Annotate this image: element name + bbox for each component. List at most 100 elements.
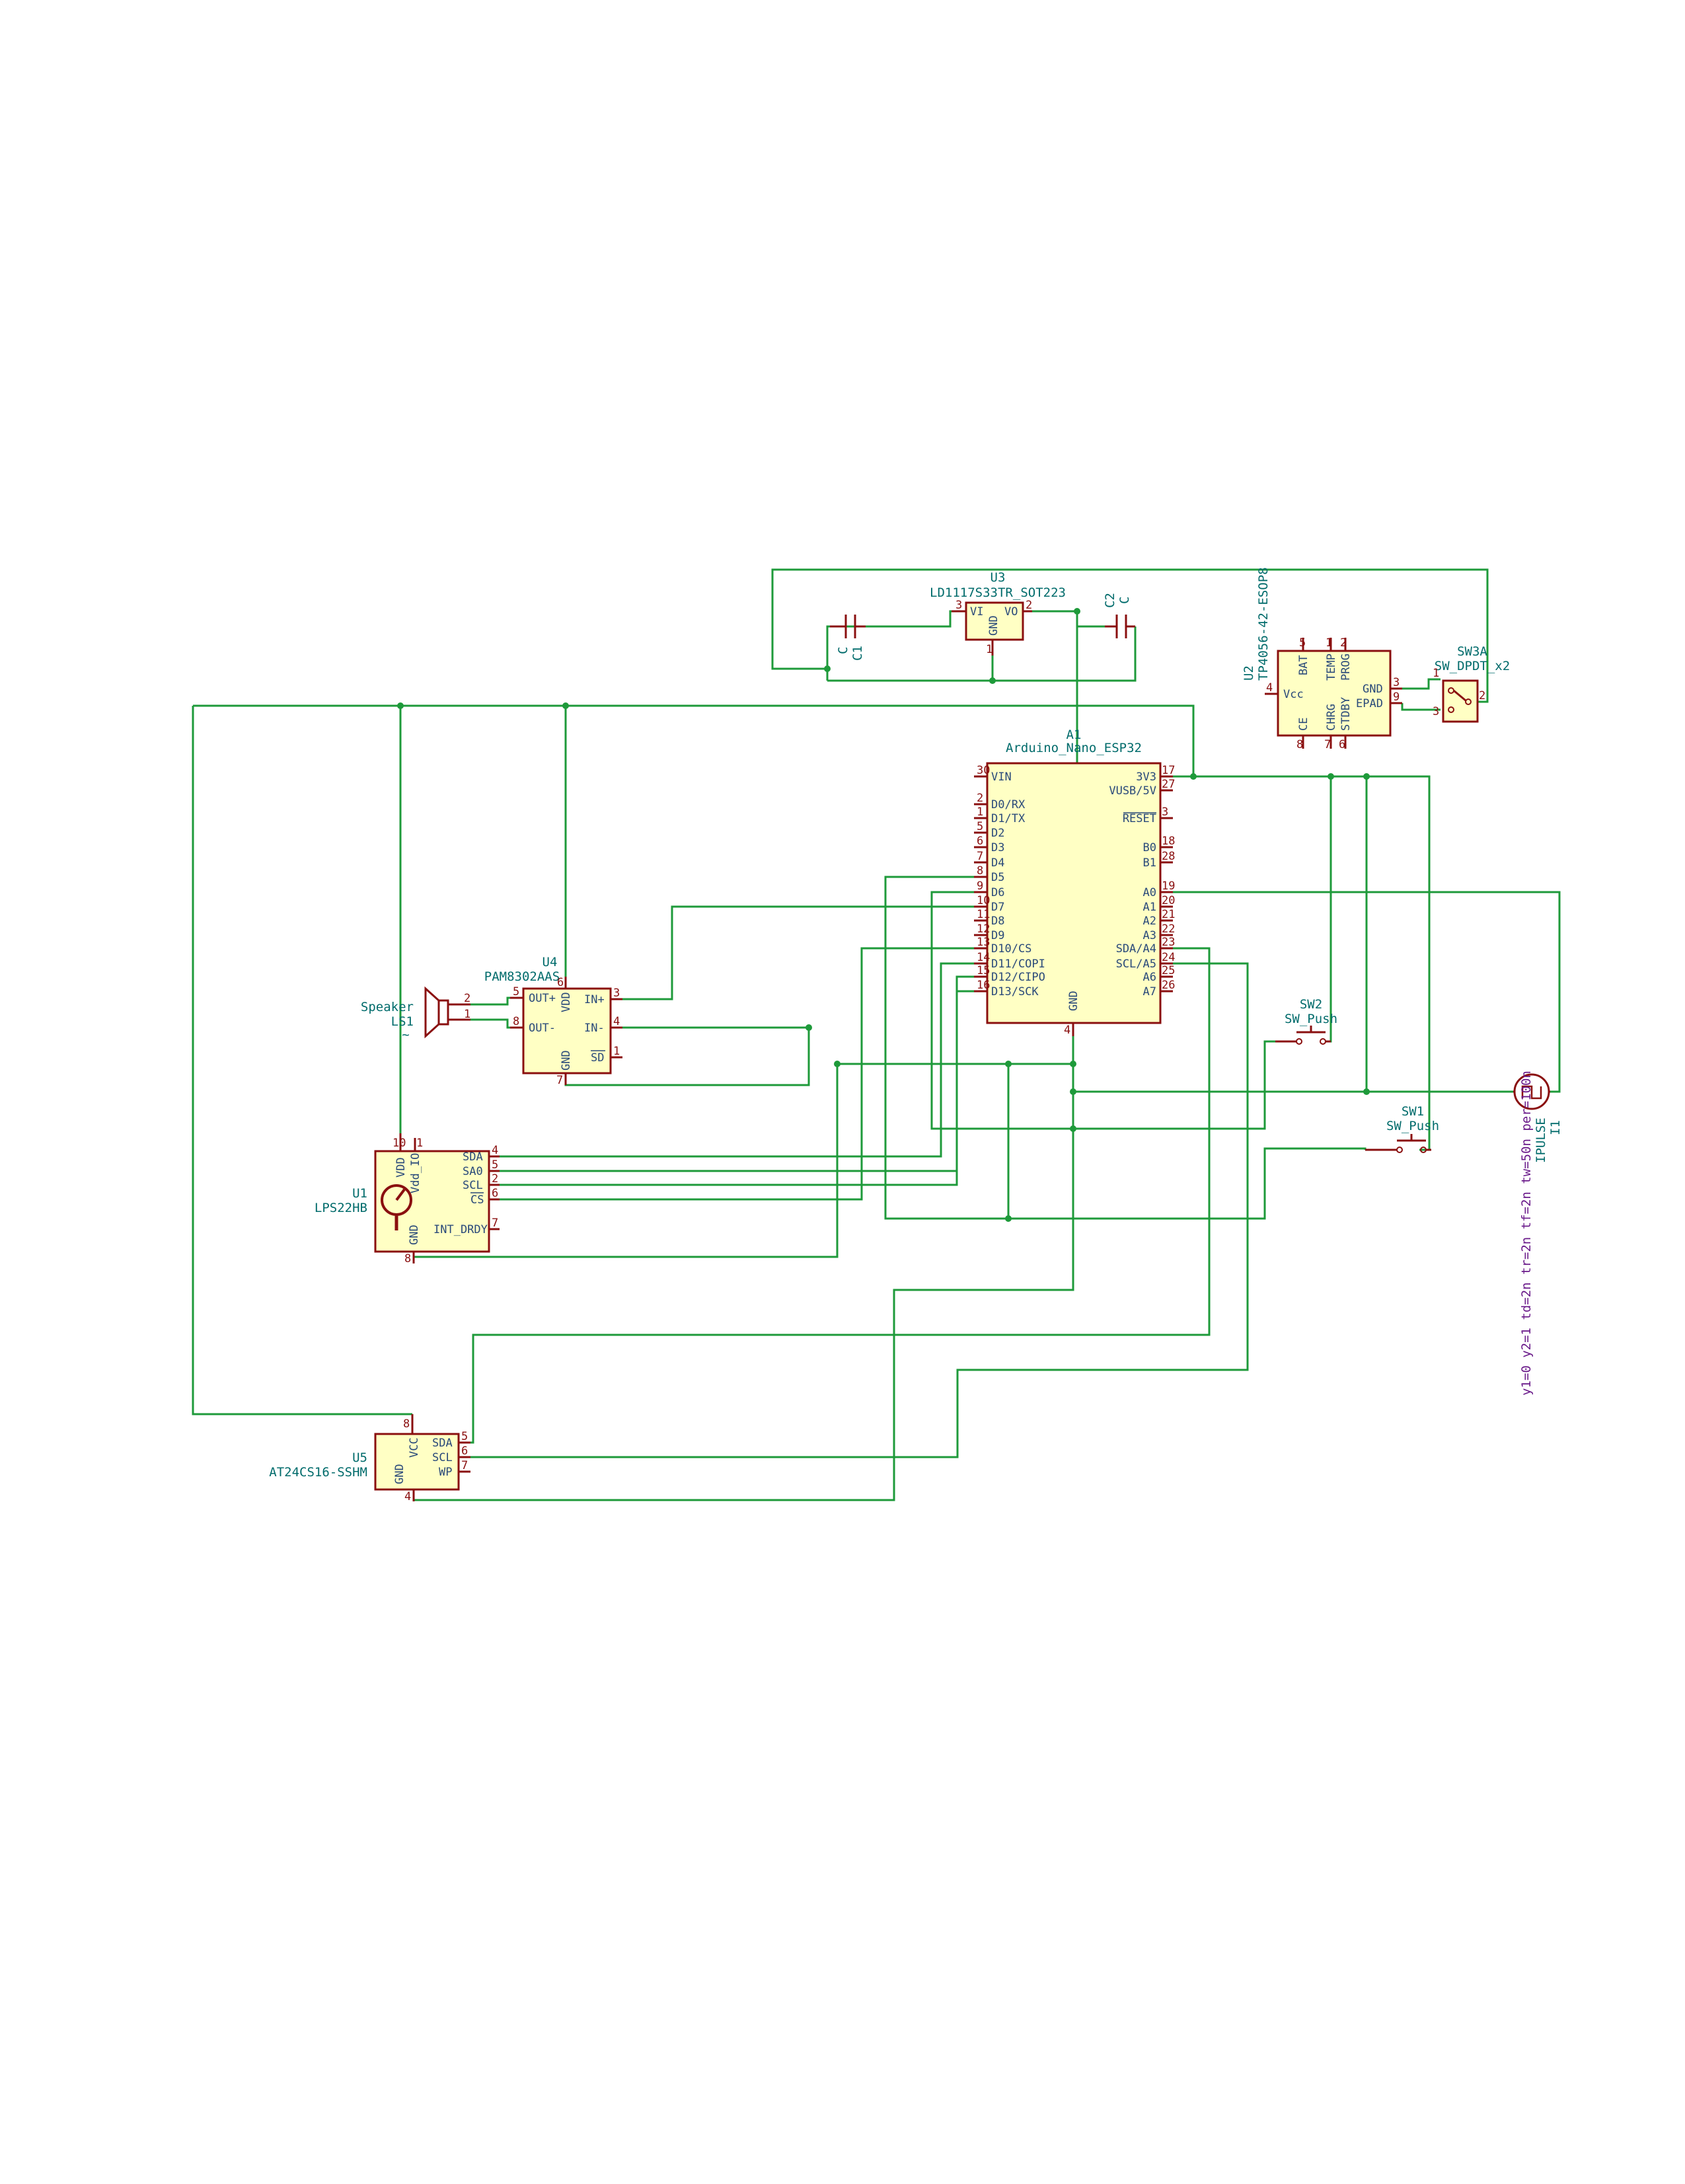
capacitor-c2[interactable]: C2 C [1103,593,1135,638]
pressure-sensor-u1[interactable]: U1 LPS22HB 10 VDD 1 Vdd_IO 4 SDA 5 SA0 2… [315,1133,500,1265]
push-switch-sw2[interactable]: SW2 SW_Push [1275,997,1337,1045]
junction [834,1061,841,1067]
switch-sw3a[interactable]: SW3A SW_DPDT_x2 1 2 3 [1433,644,1510,723]
pin-name: D0/RX [991,798,1026,811]
pin-name: D1/TX [991,812,1026,825]
wire-c1-vi [829,610,965,628]
ref-label: SW2 [1300,997,1322,1012]
pin-number: 30 [977,764,990,777]
pin-number: 1 [1326,636,1332,650]
regulator-u3[interactable]: U3 LD1117S33TR_SOT223 3 VI 2 VO 1 GND [930,570,1066,656]
wire-d10-cs [500,947,976,1201]
ref-label: C1 [850,646,865,661]
charger-u2[interactable]: U2 TP4056-42-ESOP8 5 BAT 1 TEMP 2 PROG 4… [1242,567,1402,751]
push-switch-sw1[interactable]: SW1 SW_Push [1365,1104,1439,1153]
pin-name: OUT- [529,1022,556,1035]
pin-name: STDBY [1339,697,1353,731]
junction [1190,773,1197,780]
pin-number: 23 [1162,936,1175,949]
value-label: AT24CS16-SSHM [269,1465,367,1480]
pin-number: 4 [1266,681,1273,695]
wire-3v3 [1173,775,1431,1151]
eeprom-u5[interactable]: U5 AT24CS16-SSHM 8 VCC 4 GND 5 SDA 6 SCL… [269,1414,470,1503]
pin-name: D6 [991,886,1004,899]
amplifier-u4[interactable]: U4 PAM8302AAS 5 OUT+ 8 OUT- 6 VDD 3 IN+ … [484,955,622,1087]
value-label: LD1117S33TR_SOT223 [930,585,1066,600]
pin-name: CE [1297,718,1310,731]
symbol-body [522,987,612,1074]
pin-name: GND [987,615,1000,636]
value-label: SW_DPDT_x2 [1435,659,1510,673]
switch-lever [1453,689,1466,702]
value-label: IPULSE [1534,1117,1548,1163]
pin-name: SCL [432,1451,453,1464]
ref-label: SW1 [1402,1104,1424,1119]
wire-a1-gnd [414,1023,1074,1501]
a1-right-pins: 173V327VUSB/5V3RESET18B028B119A020A121A2… [1109,764,1175,998]
pin-name: Vcc [1283,688,1304,701]
pin-number: 4 [613,1015,620,1028]
wire-sw2-d5 [1008,1147,1367,1220]
pin-number: 1 [464,1008,470,1021]
pulse-icon [1521,1085,1542,1100]
wire-d6 [930,891,1073,1130]
capacitor-c1[interactable]: C C1 [830,615,866,661]
junction [562,702,569,709]
junction [824,665,831,672]
contact [1448,706,1454,713]
pin-number: 7 [977,850,983,863]
junction [1363,1088,1370,1095]
pin-name: D10/CS [991,942,1031,956]
ref-label: LS1 [391,1014,414,1029]
pin-name: D5 [991,871,1004,884]
pin-name: SD [591,1051,604,1065]
pin-name: RESET [1123,812,1156,825]
pin-number: 8 [1296,738,1303,751]
simulation-params: y1=0 y2=1 td=2n tr=2n tf=2n tw=50n per=1… [1519,1071,1534,1396]
pin-name: VO [1004,605,1018,619]
wire-spk-2 [470,1018,519,1029]
ref-label: C2 [1103,593,1117,608]
pin-name: D11/COPI [991,958,1045,971]
pin-name: SDA [432,1437,453,1450]
pin-name: D13/SCK [991,985,1039,998]
pulse-source-i1[interactable]: I1 IPULSE y1=0 y2=1 td=2n tr=2n tf=2n tw… [1513,1071,1563,1396]
junction [1074,608,1080,615]
speaker-ls1[interactable]: Speaker LS1 ~ 2 1 [361,986,470,1042]
pin-number: 2 [1340,636,1347,650]
wire-d7 [619,905,976,1000]
pin-number: 4 [492,1144,498,1157]
pin-number: 2 [1479,689,1485,702]
wire-gnd-sw [1073,1040,1275,1130]
wire-u2-sw3-b [1401,703,1441,711]
ref-label: U2 [1242,665,1256,681]
pin-number: 10 [977,894,990,907]
ref-label: U1 [352,1186,367,1201]
pin-number: 7 [492,1217,498,1230]
pin-number: 8 [977,864,983,878]
pin-name: A6 [1143,971,1156,984]
pin-number: 5 [461,1430,468,1443]
pin-number: 6 [492,1187,498,1200]
wire-rail-left [192,706,412,1415]
speaker-magnet [437,999,449,1026]
symbol-body [965,601,1024,641]
ref-label: U4 [543,955,558,969]
pin-name: SDA/A4 [1116,942,1156,956]
pin-name: A3 [1143,929,1156,942]
pin-name: VCC [408,1437,421,1458]
pin-number: 6 [1339,738,1345,751]
pin-number: 3 [613,987,620,1000]
gauge-needle [395,1188,406,1201]
pin-number: 3 [1162,806,1168,819]
symbol-body [1442,679,1479,723]
pin-number: 28 [1162,850,1175,863]
pin-number: 24 [1162,951,1175,964]
speaker-cone [424,986,440,1039]
value-label: TP4056-42-ESOP8 [1256,567,1271,681]
pin-name: VIN [991,771,1012,784]
pin-number: 10 [393,1137,406,1150]
pin-name: Vdd_IO [409,1153,422,1193]
